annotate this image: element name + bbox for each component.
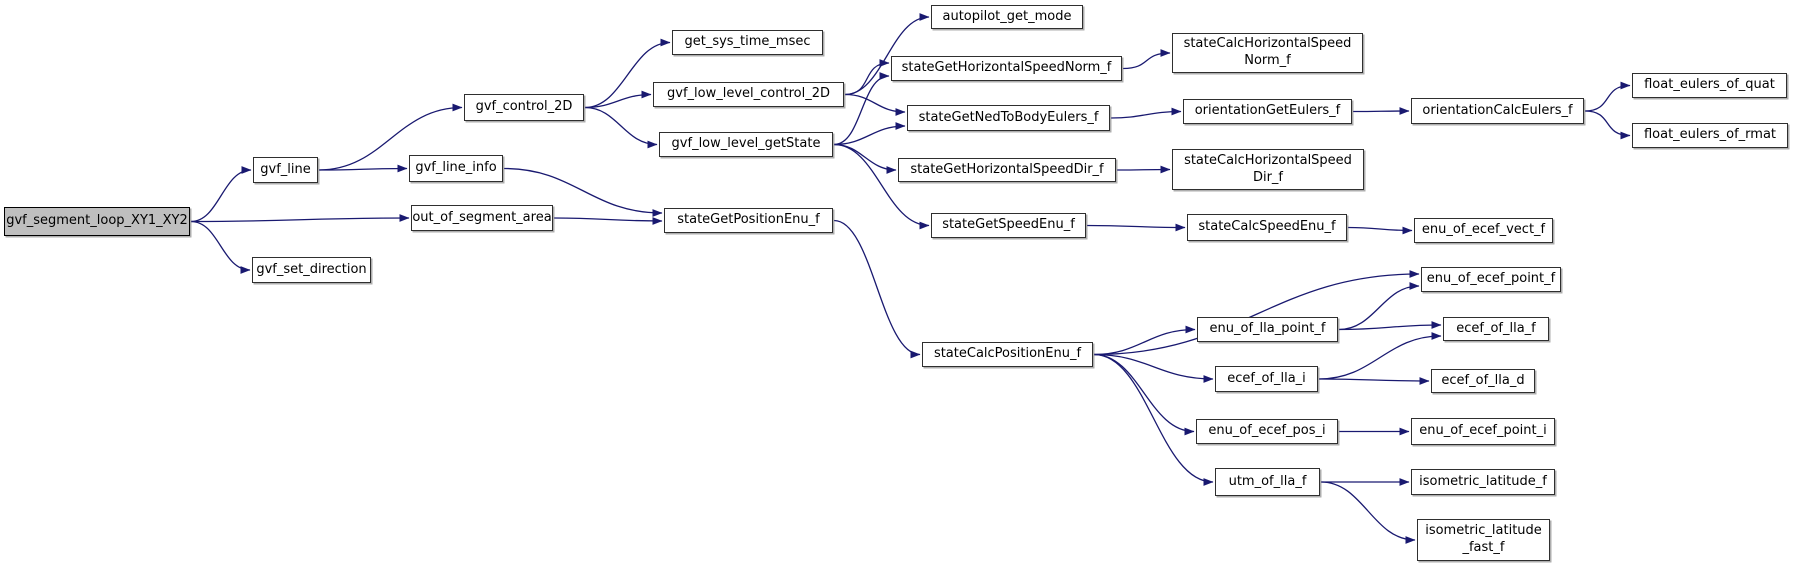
edge-gvf_low_level_getState-to-stateGetHorizontalSpeedNorm_f: [833, 72, 890, 146]
graph-node-get_sys_time_msec[interactable]: get_sys_time_msec: [672, 30, 823, 55]
edge-stateCalcPositionEnu_f-to-ecef_of_lla_i: [1093, 353, 1214, 383]
edge-gvf_segment_loop_XY1_XY2-to-out_of_segment_area: [190, 214, 410, 223]
edge-orientationCalcEulers_f-to-float_eulers_of_rmat: [1584, 110, 1631, 140]
graph-node-orientationCalcEulers_f[interactable]: orientationCalcEulers_f: [1411, 98, 1584, 124]
edge-gvf_control_2D-to-gvf_low_level_getState: [584, 106, 658, 149]
graph-node-stateCalcPositionEnu_f[interactable]: stateCalcPositionEnu_f: [922, 342, 1093, 367]
edge-enu_of_lla_point_f-to-enu_of_ecef_point_f: [1338, 282, 1420, 331]
graph-node-orientationGetEulers_f[interactable]: orientationGetEulers_f: [1183, 99, 1352, 124]
edge-stateCalcPositionEnu_f-to-enu_of_ecef_pos_i: [1093, 353, 1195, 436]
edge-gvf_line_info-to-stateGetPositionEnu_f: [503, 167, 663, 217]
graph-node-out_of_segment_area[interactable]: out_of_segment_area: [411, 205, 553, 231]
edge-gvf_control_2D-to-get_sys_time_msec: [584, 38, 671, 109]
edge-stateGetPositionEnu_f-to-stateCalcPositionEnu_f: [833, 219, 921, 359]
edge-gvf_line-to-gvf_line_info: [318, 164, 408, 173]
edge-orientationCalcEulers_f-to-float_eulers_of_quat: [1584, 81, 1631, 112]
edge-stateCalcSpeedEnu_f-to-enu_of_ecef_vect_f: [1347, 226, 1413, 235]
graph-node-gvf_low_level_control_2D[interactable]: gvf_low_level_control_2D: [653, 82, 844, 107]
edge-gvf_segment_loop_XY1_XY2-to-gvf_set_direction: [190, 220, 251, 274]
edge-gvf_low_level_getState-to-stateGetHorizontalSpeedDir_f: [833, 143, 897, 174]
graph-node-stateGetHorizontalSpeedDir_f[interactable]: stateGetHorizontalSpeedDir_f: [898, 158, 1116, 182]
graph-node-ecef_of_lla_f[interactable]: ecef_of_lla_f: [1443, 317, 1549, 341]
graph-node-isometric_latitude_fast_f[interactable]: isometric_latitude _fast_f: [1417, 519, 1550, 561]
edge-gvf_low_level_control_2D-to-stateGetNedToBodyEulers_f: [844, 93, 906, 116]
graph-node-stateCalcHorizontalSpeedDir_f[interactable]: stateCalcHorizontalSpeed Dir_f: [1172, 149, 1364, 190]
edge-stateGetSpeedEnu_f-to-stateCalcSpeedEnu_f: [1086, 223, 1186, 232]
edge-stateGetHorizontalSpeedDir_f-to-stateCalcHorizontalSpeedDir_f: [1116, 165, 1171, 174]
edge-group: [190, 13, 1631, 544]
edge-stateCalcPositionEnu_f-to-enu_of_ecef_point_f: [1093, 270, 1420, 356]
graph-node-float_eulers_of_rmat[interactable]: float_eulers_of_rmat: [1632, 123, 1788, 148]
graph-node-isometric_latitude_f[interactable]: isometric_latitude_f: [1411, 469, 1555, 495]
graph-node-gvf_low_level_getState[interactable]: gvf_low_level_getState: [659, 132, 833, 157]
edge-gvf_line-to-gvf_control_2D: [318, 103, 463, 171]
graph-node-gvf_segment_loop_XY1_XY2: gvf_segment_loop_XY1_XY2: [4, 207, 190, 236]
graph-node-ecef_of_lla_d[interactable]: ecef_of_lla_d: [1431, 369, 1535, 393]
graph-node-stateGetNedToBodyEulers_f[interactable]: stateGetNedToBodyEulers_f: [907, 105, 1110, 131]
graph-node-ecef_of_lla_i[interactable]: ecef_of_lla_i: [1215, 366, 1318, 392]
edge-gvf_low_level_control_2D-to-stateGetHorizontalSpeedNorm_f: [844, 59, 890, 96]
edge-enu_of_lla_point_f-to-ecef_of_lla_f: [1338, 321, 1442, 331]
edge-utm_of_lla_f-to-isometric_latitude_fast_f: [1320, 481, 1416, 544]
edge-ecef_of_lla_i-to-ecef_of_lla_f: [1318, 332, 1442, 380]
edge-stateCalcPositionEnu_f-to-enu_of_lla_point_f: [1093, 325, 1196, 356]
edge-gvf_segment_loop_XY1_XY2-to-gvf_line: [190, 166, 252, 223]
graph-node-autopilot_get_mode[interactable]: autopilot_get_mode: [931, 5, 1083, 29]
graph-node-float_eulers_of_quat[interactable]: float_eulers_of_quat: [1632, 73, 1787, 98]
graph-node-enu_of_ecef_point_i[interactable]: enu_of_ecef_point_i: [1411, 418, 1555, 445]
graph-node-enu_of_ecef_point_f[interactable]: enu_of_ecef_point_f: [1421, 267, 1561, 292]
edge-ecef_of_lla_i-to-ecef_of_lla_d: [1318, 377, 1430, 385]
graph-node-stateCalcSpeedEnu_f[interactable]: stateCalcSpeedEnu_f: [1187, 214, 1347, 241]
graph-node-enu_of_ecef_pos_i[interactable]: enu_of_ecef_pos_i: [1196, 419, 1338, 444]
edge-gvf_low_level_getState-to-stateGetNedToBodyEulers_f: [833, 122, 906, 146]
graph-node-stateGetHorizontalSpeedNorm_f[interactable]: stateGetHorizontalSpeedNorm_f: [891, 56, 1122, 81]
graph-node-gvf_line[interactable]: gvf_line: [253, 157, 318, 183]
graph-node-utm_of_lla_f[interactable]: utm_of_lla_f: [1215, 468, 1320, 496]
edge-stateGetHorizontalSpeedNorm_f-to-stateCalcHorizontalSpeedNorm_f: [1122, 49, 1171, 70]
edge-stateGetNedToBodyEulers_f-to-orientationGetEulers_f: [1110, 107, 1182, 119]
graph-node-stateCalcHorizontalSpeedNorm_f[interactable]: stateCalcHorizontalSpeed Norm_f: [1172, 33, 1363, 73]
graph-node-gvf_set_direction[interactable]: gvf_set_direction: [252, 257, 371, 283]
graph-node-gvf_line_info[interactable]: gvf_line_info: [409, 155, 503, 182]
edge-stateCalcPositionEnu_f-to-utm_of_lla_f: [1093, 353, 1214, 486]
graph-node-enu_of_lla_point_f[interactable]: enu_of_lla_point_f: [1197, 317, 1338, 342]
graph-node-stateGetPositionEnu_f[interactable]: stateGetPositionEnu_f: [664, 208, 833, 233]
graph-node-gvf_control_2D[interactable]: gvf_control_2D: [464, 94, 584, 121]
edge-out_of_segment_area-to-stateGetPositionEnu_f: [553, 217, 663, 225]
graph-node-enu_of_ecef_vect_f[interactable]: enu_of_ecef_vect_f: [1414, 218, 1553, 243]
edge-gvf_low_level_getState-to-stateGetSpeedEnu_f: [833, 143, 930, 230]
edge-gvf_control_2D-to-gvf_low_level_control_2D: [584, 90, 652, 109]
edge-orientationGetEulers_f-to-orientationCalcEulers_f: [1352, 107, 1410, 115]
graph-node-stateGetSpeedEnu_f[interactable]: stateGetSpeedEnu_f: [931, 213, 1086, 238]
